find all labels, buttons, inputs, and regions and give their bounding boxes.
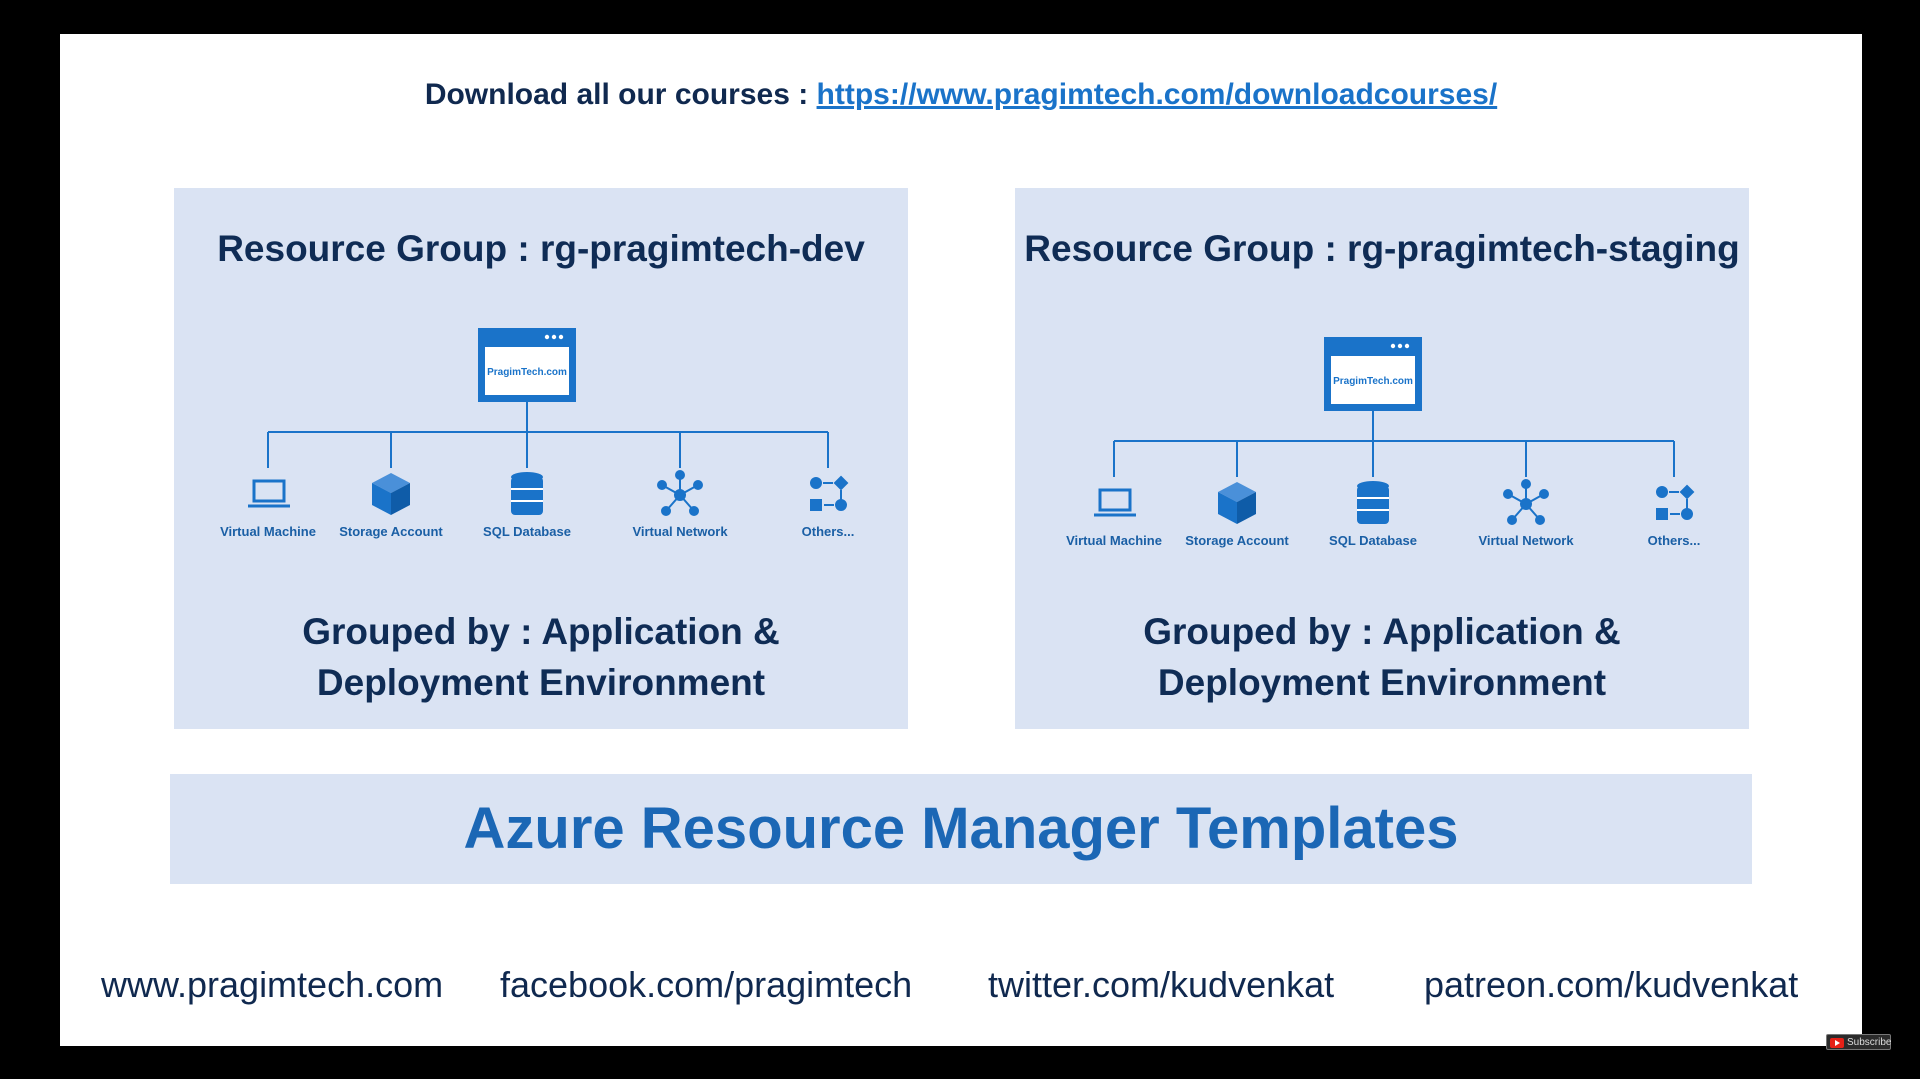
app-window-icon: PragimTech.com bbox=[1324, 337, 1422, 411]
network-icon bbox=[657, 470, 703, 516]
laptop-icon bbox=[248, 479, 290, 508]
resource-label: Storage Account bbox=[1185, 533, 1289, 548]
network-icon bbox=[1503, 479, 1549, 525]
others-icon bbox=[1656, 484, 1695, 520]
grouped-line-1: Grouped by : Application & bbox=[302, 611, 780, 652]
tree-lines bbox=[267, 402, 829, 468]
footer-link-website[interactable]: www.pragimtech.com bbox=[101, 964, 444, 1005]
resource-diagram: PragimTech.com bbox=[1066, 337, 1701, 548]
resource-label: Virtual Network bbox=[1478, 533, 1574, 548]
footer-links: www.pragimtech.com facebook.com/pragimte… bbox=[60, 964, 1862, 1014]
resource-label: Storage Account bbox=[339, 524, 443, 539]
database-icon bbox=[1357, 481, 1389, 524]
cube-icon bbox=[1218, 482, 1256, 524]
footer-link-twitter[interactable]: twitter.com/kudvenkat bbox=[988, 964, 1335, 1005]
grouped-by-text: Grouped by : Application & Deployment En… bbox=[174, 606, 908, 708]
download-line: Download all our courses : https://www.p… bbox=[60, 78, 1862, 112]
slide: Download all our courses : https://www.p… bbox=[60, 34, 1862, 1046]
app-window-icon: PragimTech.com bbox=[478, 328, 576, 402]
footer-link-patreon[interactable]: patreon.com/kudvenkat bbox=[1424, 964, 1799, 1005]
resource-label: Others... bbox=[1648, 533, 1701, 548]
download-courses-link[interactable]: https://www.pragimtech.com/downloadcours… bbox=[816, 78, 1498, 111]
resource-group-dev-panel: Resource Group : rg-pragimtech-dev Pragi… bbox=[174, 188, 908, 729]
app-window-label: PragimTech.com bbox=[487, 367, 567, 378]
resource-label: Virtual Network bbox=[632, 524, 728, 539]
resource-label: SQL Database bbox=[483, 524, 571, 539]
resource-label: Virtual Machine bbox=[1066, 533, 1162, 548]
resource-label: Virtual Machine bbox=[220, 524, 316, 539]
resource-label: Others... bbox=[802, 524, 855, 539]
banner-title: Azure Resource Manager Templates bbox=[170, 774, 1752, 884]
resource-label: SQL Database bbox=[1329, 533, 1417, 548]
youtube-icon bbox=[1830, 1038, 1844, 1048]
resource-group-staging-panel: Resource Group : rg-pragimtech-staging P… bbox=[1015, 188, 1749, 729]
grouped-by-text: Grouped by : Application & Deployment En… bbox=[1015, 606, 1749, 708]
grouped-line-2: Deployment Environment bbox=[1157, 662, 1607, 703]
grouped-line-2: Deployment Environment bbox=[316, 662, 766, 703]
panel-title: Resource Group : rg-pragimtech-staging bbox=[1024, 228, 1740, 269]
database-icon bbox=[511, 472, 543, 515]
download-label: Download all our courses : bbox=[424, 78, 817, 111]
tree-lines bbox=[1113, 411, 1675, 477]
footer-link-facebook[interactable]: facebook.com/pragimtech bbox=[500, 964, 913, 1005]
app-window-label: PragimTech.com bbox=[1333, 376, 1413, 387]
others-icon bbox=[810, 475, 849, 511]
panel-title: Resource Group : rg-pragimtech-dev bbox=[217, 228, 865, 269]
subscribe-button[interactable]: Subscribe bbox=[1826, 1034, 1891, 1050]
cube-icon bbox=[372, 473, 410, 515]
laptop-icon bbox=[1094, 488, 1136, 517]
grouped-line-1: Grouped by : Application & bbox=[1143, 611, 1621, 652]
resource-diagram: PragimTech.com bbox=[220, 328, 855, 539]
subscribe-label: Subscribe bbox=[1847, 1037, 1892, 1048]
